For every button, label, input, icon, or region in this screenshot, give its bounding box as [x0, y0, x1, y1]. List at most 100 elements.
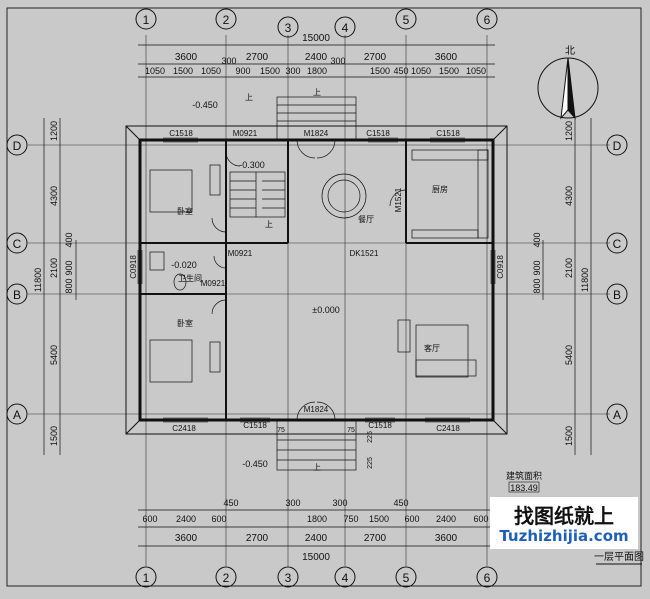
area-value: 183.49: [510, 483, 538, 493]
axis-label-3-bottom: 3: [285, 571, 292, 585]
dim-bot1-6: 1800: [307, 514, 327, 524]
axis-label-5-bottom: 5: [403, 571, 410, 585]
watermark-line2: Tuzhizhijia.com: [499, 527, 629, 545]
dim-top2-7: 300: [285, 66, 300, 76]
dim-top2-12: 1050: [411, 66, 431, 76]
axis-label-1-bottom: 1: [143, 571, 150, 585]
axis-label-4: 4: [342, 21, 349, 35]
label-c1518-e: C1518: [368, 421, 392, 430]
dim-left-1: 1200: [49, 121, 59, 141]
room-bedroom-top: 卧室: [177, 206, 193, 216]
dim-top2-13: 1500: [439, 66, 459, 76]
dim-bot2-1: 3600: [175, 533, 198, 544]
dim-top2-6: 1500: [260, 66, 280, 76]
step-75-left: 75: [277, 427, 285, 434]
step-225-b: 225: [367, 457, 374, 469]
room-living: 客厅: [424, 343, 440, 353]
axis-label-3: 3: [285, 21, 292, 35]
area-label: 建筑面积: [506, 470, 542, 481]
north-label: 北: [565, 45, 575, 57]
dim-left-total: 11800: [33, 268, 43, 292]
dim-top1-4: 2700: [364, 52, 387, 63]
level-back-step: -0.450: [192, 100, 218, 110]
dim-top1-5: 3600: [435, 52, 458, 63]
dim-right-2: 4300: [564, 186, 574, 206]
drawing-title: 一层平面图: [594, 551, 644, 563]
axis-label-1: 1: [143, 13, 150, 27]
label-c1518-c: C1518: [436, 129, 460, 138]
label-m0921-c: M0921: [201, 279, 226, 288]
axis-label-B: B: [13, 288, 21, 302]
dim-left-2: 4300: [49, 186, 59, 206]
dim-top2-14: 1050: [466, 66, 486, 76]
dim-top2-4: 300: [221, 56, 236, 66]
dim-bot1-11: 600: [404, 514, 419, 524]
dim-left-6: 800: [64, 278, 74, 293]
dim-bot1-4: 450: [223, 498, 238, 508]
axis-label-B-right: B: [613, 288, 621, 302]
dim-right-5: 900: [532, 260, 542, 275]
dim-bot1-2: 2400: [176, 514, 196, 524]
dim-top2-5: 900: [235, 66, 250, 76]
watermark: 找图纸就上 Tuzhizhijia.com: [490, 497, 638, 549]
dim-left-5: 900: [64, 260, 74, 275]
label-m0921-b: M0921: [228, 249, 253, 258]
label-c0918-left: C0918: [129, 255, 138, 279]
axis-label-2: 2: [223, 13, 230, 27]
room-kitchen: 厨房: [432, 184, 448, 194]
dim-bot1-8: 750: [343, 514, 358, 524]
dim-bot2-4: 2700: [364, 533, 387, 544]
dim-bot2-5: 3600: [435, 533, 458, 544]
dim-top1-3: 2400: [305, 52, 328, 63]
axis-label-D: D: [13, 139, 22, 153]
dim-right-8: 1500: [564, 426, 574, 446]
stair-up-label: 上: [265, 220, 273, 229]
dim-top2-10: 1500: [370, 66, 390, 76]
dim-top2-9: 300: [330, 56, 345, 66]
level-stair-landing: -0.300: [239, 160, 265, 170]
label-c2418-right: C2418: [436, 424, 460, 433]
axis-label-A: A: [13, 408, 21, 422]
dim-overall-top: 15000: [302, 33, 330, 44]
axis-label-C: C: [13, 237, 22, 251]
dim-left-8: 1500: [49, 426, 59, 446]
label-dk1521: DK1521: [350, 249, 379, 258]
stair-up-label-2: 上: [245, 93, 253, 102]
axis-label-C-right: C: [613, 237, 622, 251]
dim-bot1-3: 600: [211, 514, 226, 524]
axis-label-D-right: D: [613, 139, 622, 153]
dim-left-3: 400: [64, 232, 74, 247]
dim-right-total: 11800: [580, 268, 590, 292]
watermark-line1: 找图纸就上: [514, 504, 614, 528]
label-c1518-d: C1518: [243, 421, 267, 430]
label-c0918-right: C0918: [496, 255, 505, 279]
label-c1518-b: C1518: [366, 129, 390, 138]
dim-bot1-10: 450: [393, 498, 408, 508]
dim-bot1-1: 600: [142, 514, 157, 524]
dim-bot1-13: 600: [473, 514, 488, 524]
dim-top2-8: 1800: [307, 66, 327, 76]
step-225-a: 225: [367, 431, 374, 443]
dim-top1-2: 2700: [246, 52, 269, 63]
level-floor: ±0.000: [312, 305, 339, 315]
axis-label-A-right: A: [613, 408, 621, 422]
room-bedroom-bottom: 卧室: [177, 318, 193, 328]
label-m1824-top: M1824: [304, 129, 329, 138]
label-m1824-bottom: M1824: [304, 405, 329, 414]
dim-right-3: 400: [532, 232, 542, 247]
dim-right-6: 800: [532, 278, 542, 293]
label-c1518-a: C1518: [169, 129, 193, 138]
room-bathroom: 卫生间: [178, 273, 202, 283]
level-bath: -0.020: [171, 260, 197, 270]
dim-overall-bottom: 15000: [302, 552, 330, 563]
dim-top2-11: 450: [393, 66, 408, 76]
label-m1521: M1521: [394, 187, 403, 212]
dim-right-7: 5400: [564, 345, 574, 365]
axis-label-5: 5: [403, 13, 410, 27]
dim-bot1-7: 300: [332, 498, 347, 508]
front-step-up-label: 上: [313, 463, 321, 472]
axis-label-2-bottom: 2: [223, 571, 230, 585]
dim-top1-1: 3600: [175, 52, 198, 63]
dim-right-1: 1200: [564, 121, 574, 141]
